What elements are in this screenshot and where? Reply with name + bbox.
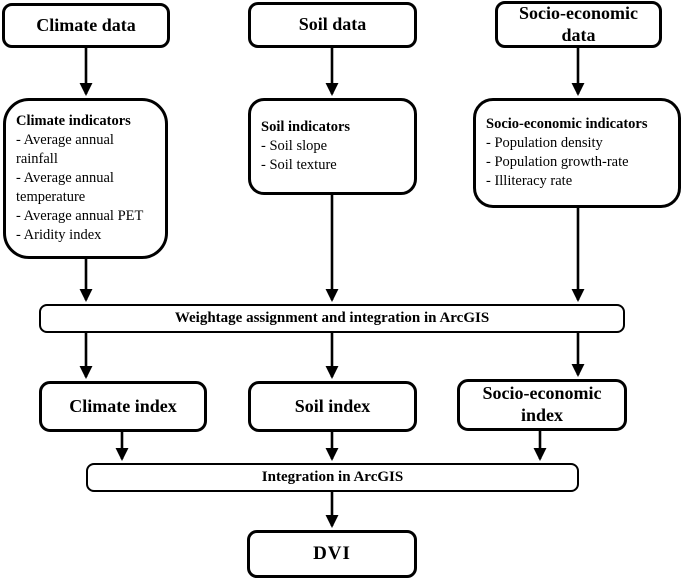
soil-data-label: Soil data xyxy=(298,14,367,35)
socio-economic-indicators-title: Socio-economic indicators xyxy=(486,116,648,132)
climate-index-box: Climate index xyxy=(39,381,207,432)
soil-indicator-item: - Soil slope xyxy=(261,138,328,154)
soil-indicators-box: Soil indicators - Soil slope - Soil text… xyxy=(248,98,417,195)
socio-economic-index-label: Socio-economic index xyxy=(482,383,602,425)
climate-indicators-title: Climate indicators xyxy=(16,113,131,129)
weightage-assignment-label: Weightage assignment and integration in … xyxy=(174,310,490,326)
climate-data-label: Climate data xyxy=(36,14,136,35)
socio-economic-indicators-box: Socio-economic indicators - Population d… xyxy=(473,98,681,208)
climate-indicator-item: - Average annual temperature xyxy=(16,170,114,205)
socio-economic-index-box: Socio-economic index xyxy=(457,379,627,431)
weightage-assignment-bar: Weightage assignment and integration in … xyxy=(39,304,625,333)
climate-indicators-box: Climate indicators - Average annual rain… xyxy=(3,98,168,259)
climate-data-box: Climate data xyxy=(2,3,170,48)
soil-index-label: Soil index xyxy=(294,395,371,416)
climate-indicator-item: - Aridity index xyxy=(16,227,102,243)
dvi-label: DVI xyxy=(313,543,351,565)
socio-economic-indicator-item: - Population growth-rate xyxy=(486,154,629,170)
integration-label: Integration in ArcGIS xyxy=(261,469,404,485)
climate-indicator-item: - Average annual PET xyxy=(16,208,144,224)
soil-index-box: Soil index xyxy=(248,381,417,432)
soil-indicator-item: - Soil texture xyxy=(261,157,337,173)
socio-economic-data-label: Socio-economic data xyxy=(519,2,638,45)
socio-economic-data-box: Socio-economic data xyxy=(495,1,662,48)
dvi-box: DVI xyxy=(247,530,417,578)
integration-bar: Integration in ArcGIS xyxy=(86,463,579,492)
climate-indicator-item: - Average annual rainfall xyxy=(16,132,114,167)
soil-data-box: Soil data xyxy=(248,2,417,48)
soil-indicators-title: Soil indicators xyxy=(261,119,351,135)
socio-economic-indicator-item: - Illiteracy rate xyxy=(486,173,573,189)
socio-economic-indicator-item: - Population density xyxy=(486,135,603,151)
climate-index-label: Climate index xyxy=(69,395,177,416)
